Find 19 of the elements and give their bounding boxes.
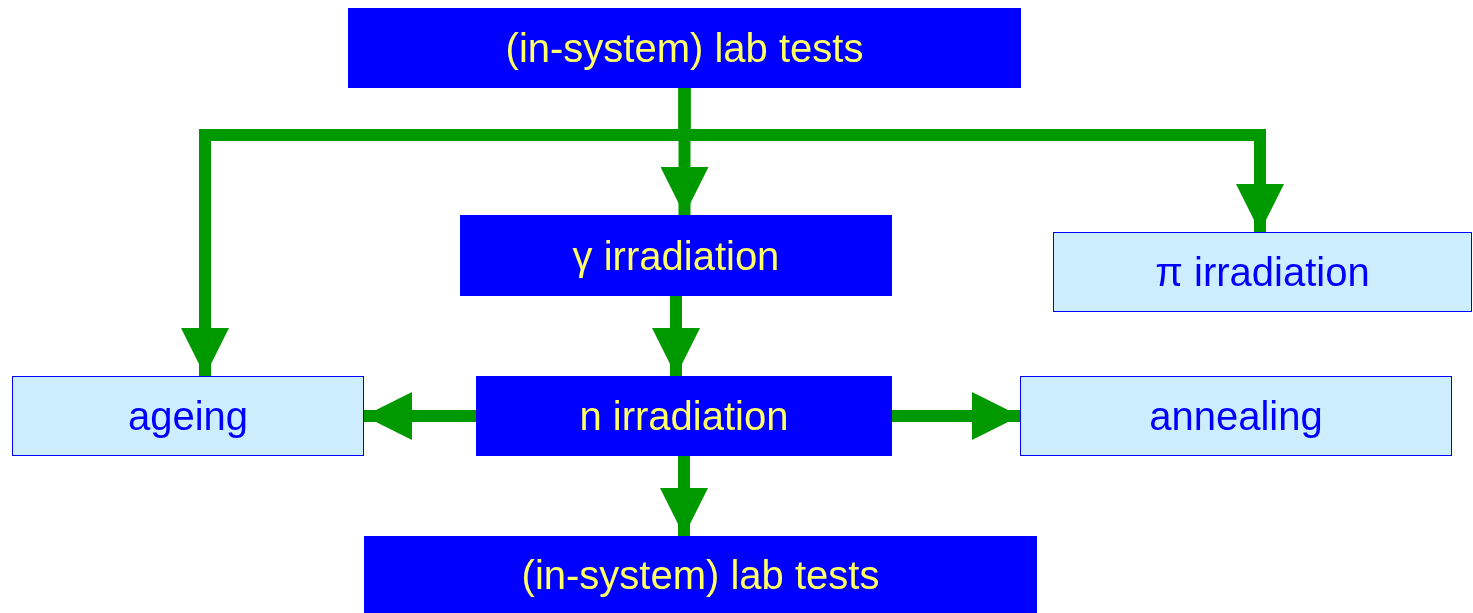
- box-label: ageing: [127, 393, 249, 440]
- box-label: π irradiation: [1155, 249, 1370, 296]
- box-label: γ irradiation: [572, 232, 780, 280]
- arrow: [652, 296, 700, 376]
- process-box: [1053, 232, 1472, 312]
- process-box: [12, 376, 364, 456]
- process-box: [348, 8, 1021, 88]
- process-box: [476, 376, 892, 456]
- arrow: [892, 392, 1020, 440]
- box-label: n irradiation: [579, 393, 789, 440]
- arrow: [660, 456, 708, 536]
- process-box: [1020, 376, 1452, 456]
- box-label: annealing: [1149, 393, 1323, 440]
- arrow: [364, 392, 476, 440]
- box-label: (in-system) lab tests: [505, 25, 864, 72]
- box-label: (in-system) lab tests: [521, 551, 880, 599]
- process-box: [460, 215, 892, 296]
- process-box: [364, 536, 1037, 613]
- arrow: [678, 88, 1284, 232]
